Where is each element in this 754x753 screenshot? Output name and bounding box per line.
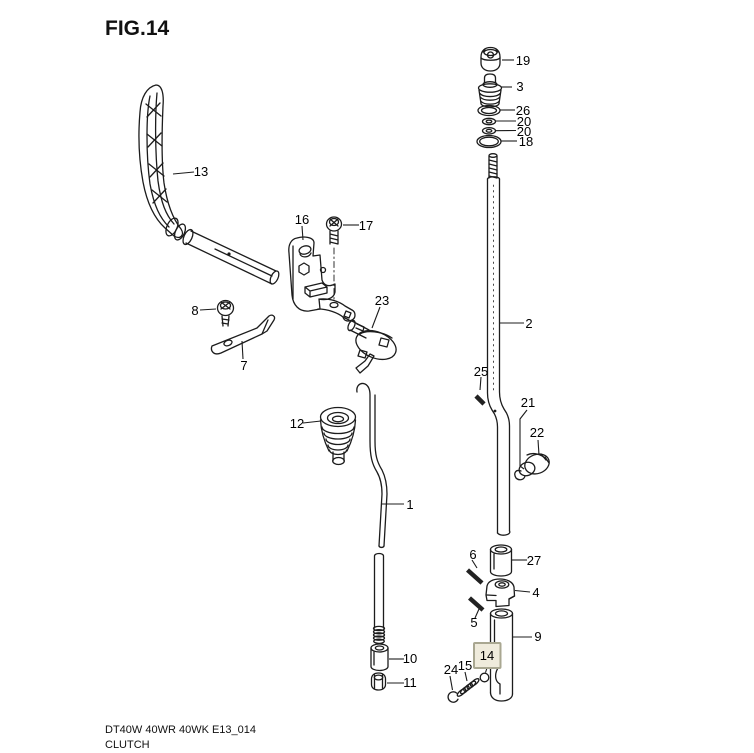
part-12-rubber-boot bbox=[319, 406, 357, 466]
callout-18[interactable]: 18 bbox=[519, 134, 533, 149]
callout-12[interactable]: 12 bbox=[290, 416, 304, 431]
figure-title: FIG.14 bbox=[105, 17, 170, 40]
part-16-bracket bbox=[288, 236, 356, 322]
part-10-spacer bbox=[370, 643, 389, 672]
callout-22[interactable]: 22 bbox=[530, 425, 544, 440]
part-7-stopper-plate bbox=[210, 314, 276, 355]
part-20-washer-lower bbox=[481, 126, 497, 135]
callout-17[interactable]: 17 bbox=[359, 218, 373, 233]
footer-caption: CLUTCH bbox=[105, 739, 150, 751]
callout-4[interactable]: 4 bbox=[532, 585, 539, 600]
callout-14-highlight[interactable]: 14 bbox=[473, 642, 502, 669]
part-17-bolt bbox=[325, 216, 343, 303]
part-22-swivel-clamp bbox=[514, 452, 550, 481]
part-13-clutch-lever bbox=[138, 84, 280, 285]
callout-10[interactable]: 10 bbox=[403, 651, 417, 666]
part-20-washer-upper bbox=[481, 117, 497, 126]
callout-13[interactable]: 13 bbox=[194, 164, 208, 179]
part-18-ring bbox=[476, 134, 502, 149]
part-24-ring bbox=[447, 691, 459, 703]
part-8-screw bbox=[216, 299, 235, 327]
callout-14[interactable]: 14 bbox=[480, 648, 494, 663]
part-5-pin bbox=[468, 596, 485, 612]
callout-15[interactable]: 15 bbox=[458, 658, 472, 673]
callout-21[interactable]: 21 bbox=[521, 395, 535, 410]
callout-16[interactable]: 16 bbox=[295, 212, 309, 227]
callout-26[interactable]: 26 bbox=[516, 103, 530, 118]
part-26-o-ring bbox=[477, 104, 501, 117]
callout-8[interactable]: 8 bbox=[191, 303, 198, 318]
highlight-box[interactable] bbox=[473, 642, 502, 669]
callout-20-lower[interactable]: 20 bbox=[517, 124, 531, 139]
part-23-joint-arm bbox=[347, 319, 397, 374]
callout-2[interactable]: 2 bbox=[525, 316, 532, 331]
callout-7[interactable]: 7 bbox=[240, 358, 247, 373]
callout-6[interactable]: 6 bbox=[469, 547, 476, 562]
part-15-spring bbox=[456, 678, 480, 697]
callout-27[interactable]: 27 bbox=[527, 553, 541, 568]
callout-11[interactable]: 11 bbox=[403, 675, 417, 690]
callout-5[interactable]: 5 bbox=[470, 615, 477, 630]
part-1-clutch-rod bbox=[356, 382, 388, 645]
part-14-ball bbox=[479, 672, 490, 683]
part-11-nut bbox=[370, 672, 387, 691]
part-25-pin bbox=[474, 394, 486, 406]
callout-20-upper[interactable]: 20 bbox=[517, 114, 531, 129]
callout-3[interactable]: 3 bbox=[516, 79, 523, 94]
part-2-shift-rod bbox=[486, 153, 511, 536]
callout-24[interactable]: 24 bbox=[444, 662, 458, 677]
part-19-cap-nut bbox=[480, 46, 501, 72]
parts-artwork bbox=[138, 46, 550, 703]
footer-model-line: DT40W 40WR 40WK E13_014 bbox=[105, 724, 256, 736]
callout-9[interactable]: 9 bbox=[534, 629, 541, 644]
part-4-clamp-block bbox=[485, 578, 516, 608]
callout-19[interactable]: 19 bbox=[516, 53, 530, 68]
callout-1[interactable]: 1 bbox=[406, 497, 413, 512]
leader-lines bbox=[172, 59, 540, 691]
callout-labels: 13 16 17 8 7 23 12 1 19 3 26 20 20 18 2 … bbox=[191, 53, 544, 690]
callout-25[interactable]: 25 bbox=[474, 364, 488, 379]
part-6-pin bbox=[465, 568, 484, 585]
footer: DT40W 40WR 40WK E13_014 CLUTCH bbox=[105, 724, 256, 751]
callout-23[interactable]: 23 bbox=[375, 293, 389, 308]
part-3-grommet bbox=[477, 73, 503, 108]
part-27-sleeve bbox=[489, 544, 513, 577]
